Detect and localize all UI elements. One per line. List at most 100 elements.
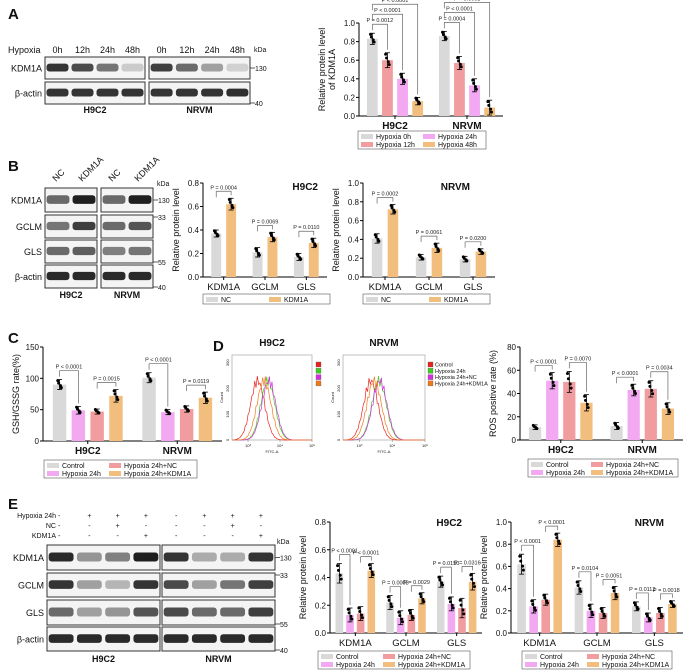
data-point [651, 392, 655, 396]
data-point [566, 377, 570, 381]
condition-sign: - [88, 533, 91, 540]
data-point [469, 573, 473, 577]
legend-swatch [315, 361, 322, 368]
x-category-label: NRVM [628, 445, 657, 456]
data-point [472, 81, 476, 85]
data-point [386, 60, 390, 64]
protein-band [102, 271, 126, 281]
p-value-label: P < 0.0001 [538, 520, 565, 526]
cell-line-label: H9C2 [59, 290, 82, 300]
data-point [648, 384, 652, 388]
bar [644, 617, 653, 633]
bar [371, 238, 383, 277]
data-point [612, 589, 616, 593]
legend-swatch [315, 380, 322, 387]
y-tick-label: 0.4 [348, 235, 360, 244]
protein-band [133, 634, 159, 643]
y-axis-label: of KDM1A [327, 49, 337, 90]
y-tick-label: 60 [507, 366, 516, 375]
bar [267, 237, 278, 277]
lane-label: 12h [75, 45, 90, 55]
data-point [591, 613, 595, 617]
lane-label: KDM1A [76, 154, 105, 183]
legend-swatch [109, 471, 121, 476]
data-point [230, 203, 234, 207]
y-axis-label: Relative protein level [171, 188, 181, 272]
data-point [534, 426, 538, 430]
protein-band [191, 607, 217, 617]
y-tick-label: 0.8 [315, 518, 327, 527]
data-point [631, 386, 635, 390]
y-tick-label: 0.4 [496, 585, 508, 594]
p-value-label: P = 0.0034 [646, 366, 673, 372]
bar [109, 395, 123, 441]
data-point [421, 597, 425, 601]
data-point [401, 78, 405, 82]
legend-frame [317, 650, 471, 670]
protein-band [163, 580, 189, 589]
data-point [458, 598, 462, 602]
significance-bracket [636, 592, 649, 611]
legend-label: Control [336, 654, 359, 661]
data-point [390, 206, 394, 210]
x-tick-label: 10⁵ [422, 443, 428, 448]
data-point [116, 398, 120, 402]
protein-band [121, 63, 144, 72]
protein-band [248, 552, 274, 562]
data-point [202, 391, 206, 395]
significance-bracket [616, 376, 635, 382]
lane-label: 12h [179, 45, 194, 55]
condition-sign: - [116, 533, 119, 540]
data-point [521, 564, 525, 568]
data-point [415, 98, 419, 102]
data-point [397, 610, 401, 614]
data-point [588, 607, 592, 611]
lane-label: 24h [205, 45, 220, 55]
x-category-label: GLS [447, 638, 466, 649]
bar [382, 60, 393, 116]
x-category-label: H9C2 [75, 446, 101, 457]
legend-label: Hypoxia 24h+NC [398, 654, 451, 661]
data-point [671, 603, 675, 607]
y-tick-label: 1.0 [496, 518, 508, 527]
y-tick-label: 0.6 [496, 562, 508, 571]
data-point [311, 240, 315, 244]
legend-swatch [427, 374, 434, 380]
data-point [557, 539, 561, 543]
bar [252, 252, 263, 277]
legend-swatch [587, 654, 599, 659]
bar [668, 604, 677, 633]
panel-letter: B [8, 158, 19, 175]
p-value-label: P < 0.0001 [454, 0, 481, 2]
y-tick-label: 200 [336, 384, 341, 391]
data-point [657, 609, 661, 613]
protein-label: KDM1A [13, 553, 44, 563]
protein-band [76, 634, 102, 643]
data-point [367, 563, 371, 567]
bar [553, 539, 563, 633]
bar [308, 242, 319, 277]
legend-swatch [531, 462, 543, 467]
data-point [400, 617, 404, 621]
bar [563, 381, 576, 440]
data-point [408, 611, 412, 615]
data-point [650, 388, 654, 392]
protein-band [46, 271, 70, 281]
protein-band [105, 607, 131, 617]
kda-unit-label: kDa [157, 181, 170, 188]
data-point [390, 605, 394, 609]
y-axis-label: Count [330, 391, 335, 403]
p-value-label: P = 0.0029 [403, 580, 430, 586]
bar [346, 614, 354, 633]
data-point [543, 596, 547, 600]
x-category-label: KDM1A [369, 282, 402, 293]
data-point [186, 408, 190, 412]
kda-marker: 130 [280, 556, 292, 563]
protein-band [201, 63, 224, 72]
data-point [584, 398, 588, 402]
y-tick-label: 0.0 [315, 629, 327, 638]
protein-band [220, 580, 246, 589]
data-point [146, 374, 150, 378]
data-point [338, 573, 342, 577]
